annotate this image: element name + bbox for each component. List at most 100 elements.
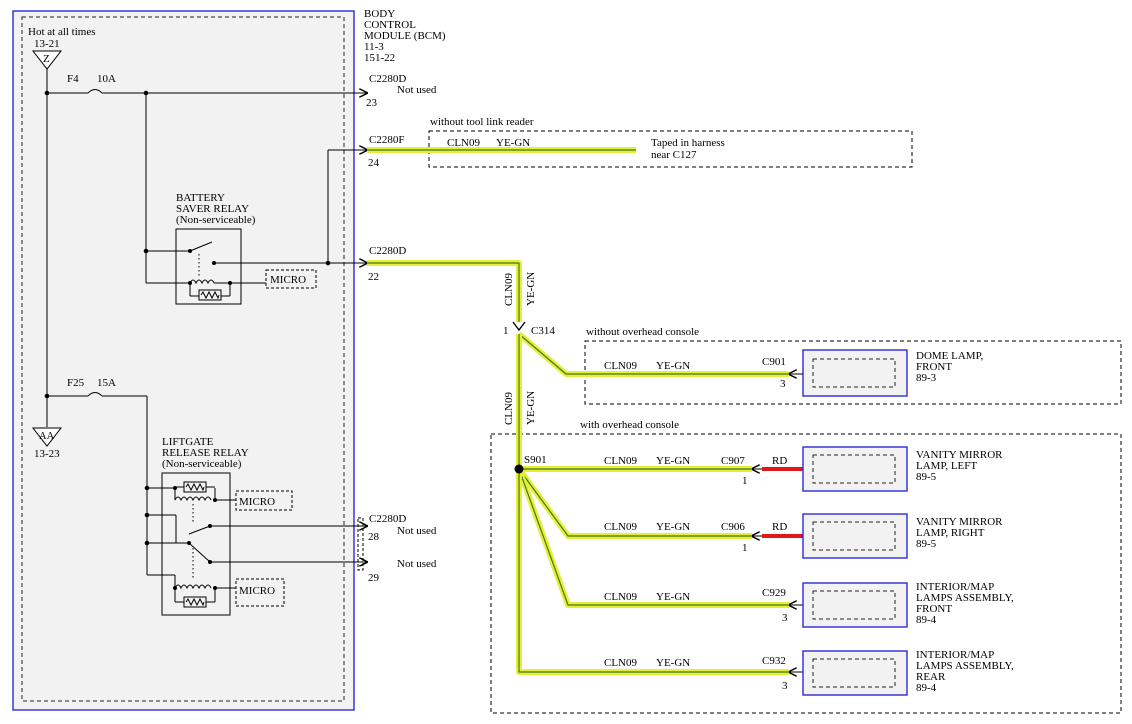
component-label: INTERIOR/MAP (916, 581, 994, 593)
connector-c2280d-top: C2280D (369, 73, 406, 85)
component-label: 89-3 (916, 372, 937, 384)
wire-color-label: YE-GN (496, 137, 530, 149)
not-used-label: Not used (397, 84, 437, 96)
bcm-outline (12, 10, 355, 711)
wire-color-label: YE-GN (656, 521, 690, 533)
not-used-label: Not used (397, 558, 437, 570)
tool-link-note: near C127 (651, 149, 697, 161)
micro-box-liftgate-lower (235, 578, 285, 607)
liftgate-release-relay (147, 472, 367, 616)
component-label: LAMPS ASSEMBLY, (916, 592, 1014, 604)
micro-box-liftgate-upper (235, 490, 293, 511)
relay-label-line: BATTERY (176, 192, 225, 204)
connector-c906: C906 (721, 521, 745, 533)
connector-c929: C929 (762, 587, 786, 599)
wire-circuit-label: CLN09 (604, 360, 638, 372)
tool-link-heading: without tool link reader (430, 116, 534, 128)
relay-label-line: LIFTGATE (162, 436, 214, 448)
overhead-heading: with overhead console (580, 419, 679, 431)
micro-box-battery (265, 269, 317, 289)
red-wire-label: RD (772, 455, 787, 467)
fuse-f25-label: F25 (67, 377, 85, 389)
connector-c314: C314 (531, 325, 555, 337)
micro-label: MICRO (239, 585, 275, 597)
hot-ref-bottom: 13-23 (34, 448, 60, 460)
pin-28: 28 (368, 531, 380, 543)
bcm-title-line: 151-22 (364, 52, 395, 64)
wire-circuit-label: CLN09 (604, 455, 638, 467)
component-label: VANITY MIRROR (916, 449, 1003, 461)
component-label: LAMP, RIGHT (916, 527, 985, 539)
splice-s901: S901 (524, 454, 547, 466)
tool-link-note: Taped in harness (651, 137, 725, 149)
wire-color-label: YE-GN (656, 360, 690, 372)
connector-c907: C907 (721, 455, 745, 467)
pin-c929: 3 (782, 612, 788, 624)
wire-color-label: YE-GN (656, 591, 690, 603)
connector-c2280d-bottom: C2280D (369, 513, 406, 525)
bcm-title: BODY CONTROL MODULE (BCM) 11-3 151-22 (364, 8, 446, 64)
triangle-z-label: Z (43, 53, 50, 65)
wire-branch-c906 (516, 467, 752, 539)
component-label: LAMP, LEFT (916, 460, 977, 472)
fuse-f4-rating: 10A (97, 73, 116, 85)
wire-circuit-label: CLN09 (604, 521, 638, 533)
battery-saver-relay (146, 150, 367, 305)
tool-link-box (428, 130, 913, 168)
component-label: REAR (916, 671, 946, 683)
component-label: INTERIOR/MAP (916, 649, 994, 661)
fuse-f25-rating: 15A (97, 377, 116, 389)
liftgate-contact-dots (173, 486, 217, 590)
triangle-z-icon (31, 50, 63, 70)
relay-label-line: SAVER RELAY (176, 203, 249, 215)
bcm-title-line: BODY (364, 8, 395, 20)
bcm-title-line: CONTROL (364, 19, 416, 31)
component-label: 89-5 (916, 538, 937, 550)
vanity-mirror-left-component (802, 446, 908, 492)
harness-wires (367, 147, 789, 675)
vanity-mirror-right-component (802, 513, 908, 559)
pin-c901: 3 (780, 378, 786, 390)
bcm-title-line: 11-3 (364, 41, 384, 53)
hot-label: Hot at all times (28, 26, 96, 38)
micro-label: MICRO (239, 496, 275, 508)
interior-map-front-component (802, 582, 908, 628)
pin-c906: 1 (742, 542, 748, 554)
splice-s901-dot (514, 464, 524, 474)
triangle-aa-icon (31, 427, 63, 447)
wire-branch-c932 (516, 469, 789, 675)
wire-riser-to-c314 (367, 260, 522, 322)
c2280d-bottom-bracket (357, 517, 364, 571)
relay-label-line: (Non-serviceable) (162, 458, 242, 470)
bcm-title-line: MODULE (BCM) (364, 30, 446, 42)
overhead-box (490, 433, 1122, 714)
relay-label-line: RELEASE RELAY (162, 447, 249, 459)
not-used-label: Not used (397, 525, 437, 537)
wire-dome-lamp (517, 331, 789, 377)
relay-label-line: (Non-serviceable) (176, 214, 256, 226)
riser-color-label: YE-GN (525, 391, 537, 425)
no-overhead-box (584, 340, 1122, 405)
riser-circuit-label: CLN09 (503, 392, 515, 426)
wire-branch-c929 (516, 467, 789, 608)
wire-color-label: YE-GN (656, 657, 690, 669)
bcm-inner-dashed (21, 16, 345, 702)
pin-22: 22 (368, 271, 379, 283)
pin-c907: 1 (742, 475, 748, 487)
relay-contact-dots (188, 249, 331, 285)
liftgate-relay-label: LIFTGATE RELEASE RELAY (Non-serviceable) (162, 436, 249, 470)
pin-23: 23 (366, 97, 378, 109)
pin-24: 24 (368, 157, 380, 169)
pin-c314: 1 (503, 325, 509, 337)
wire-circuit-label: CLN09 (447, 137, 481, 149)
component-label: DOME LAMP, (916, 350, 983, 362)
bcm-module (12, 10, 355, 711)
red-wire-label: RD (772, 521, 787, 533)
component-label: 89-5 (916, 471, 937, 483)
connector-c932: C932 (762, 655, 786, 667)
wire-circuit-label: CLN09 (604, 591, 638, 603)
component-label: FRONT (916, 361, 952, 373)
riser-circuit-label: CLN09 (503, 273, 515, 307)
component-label: 89-4 (916, 682, 937, 694)
